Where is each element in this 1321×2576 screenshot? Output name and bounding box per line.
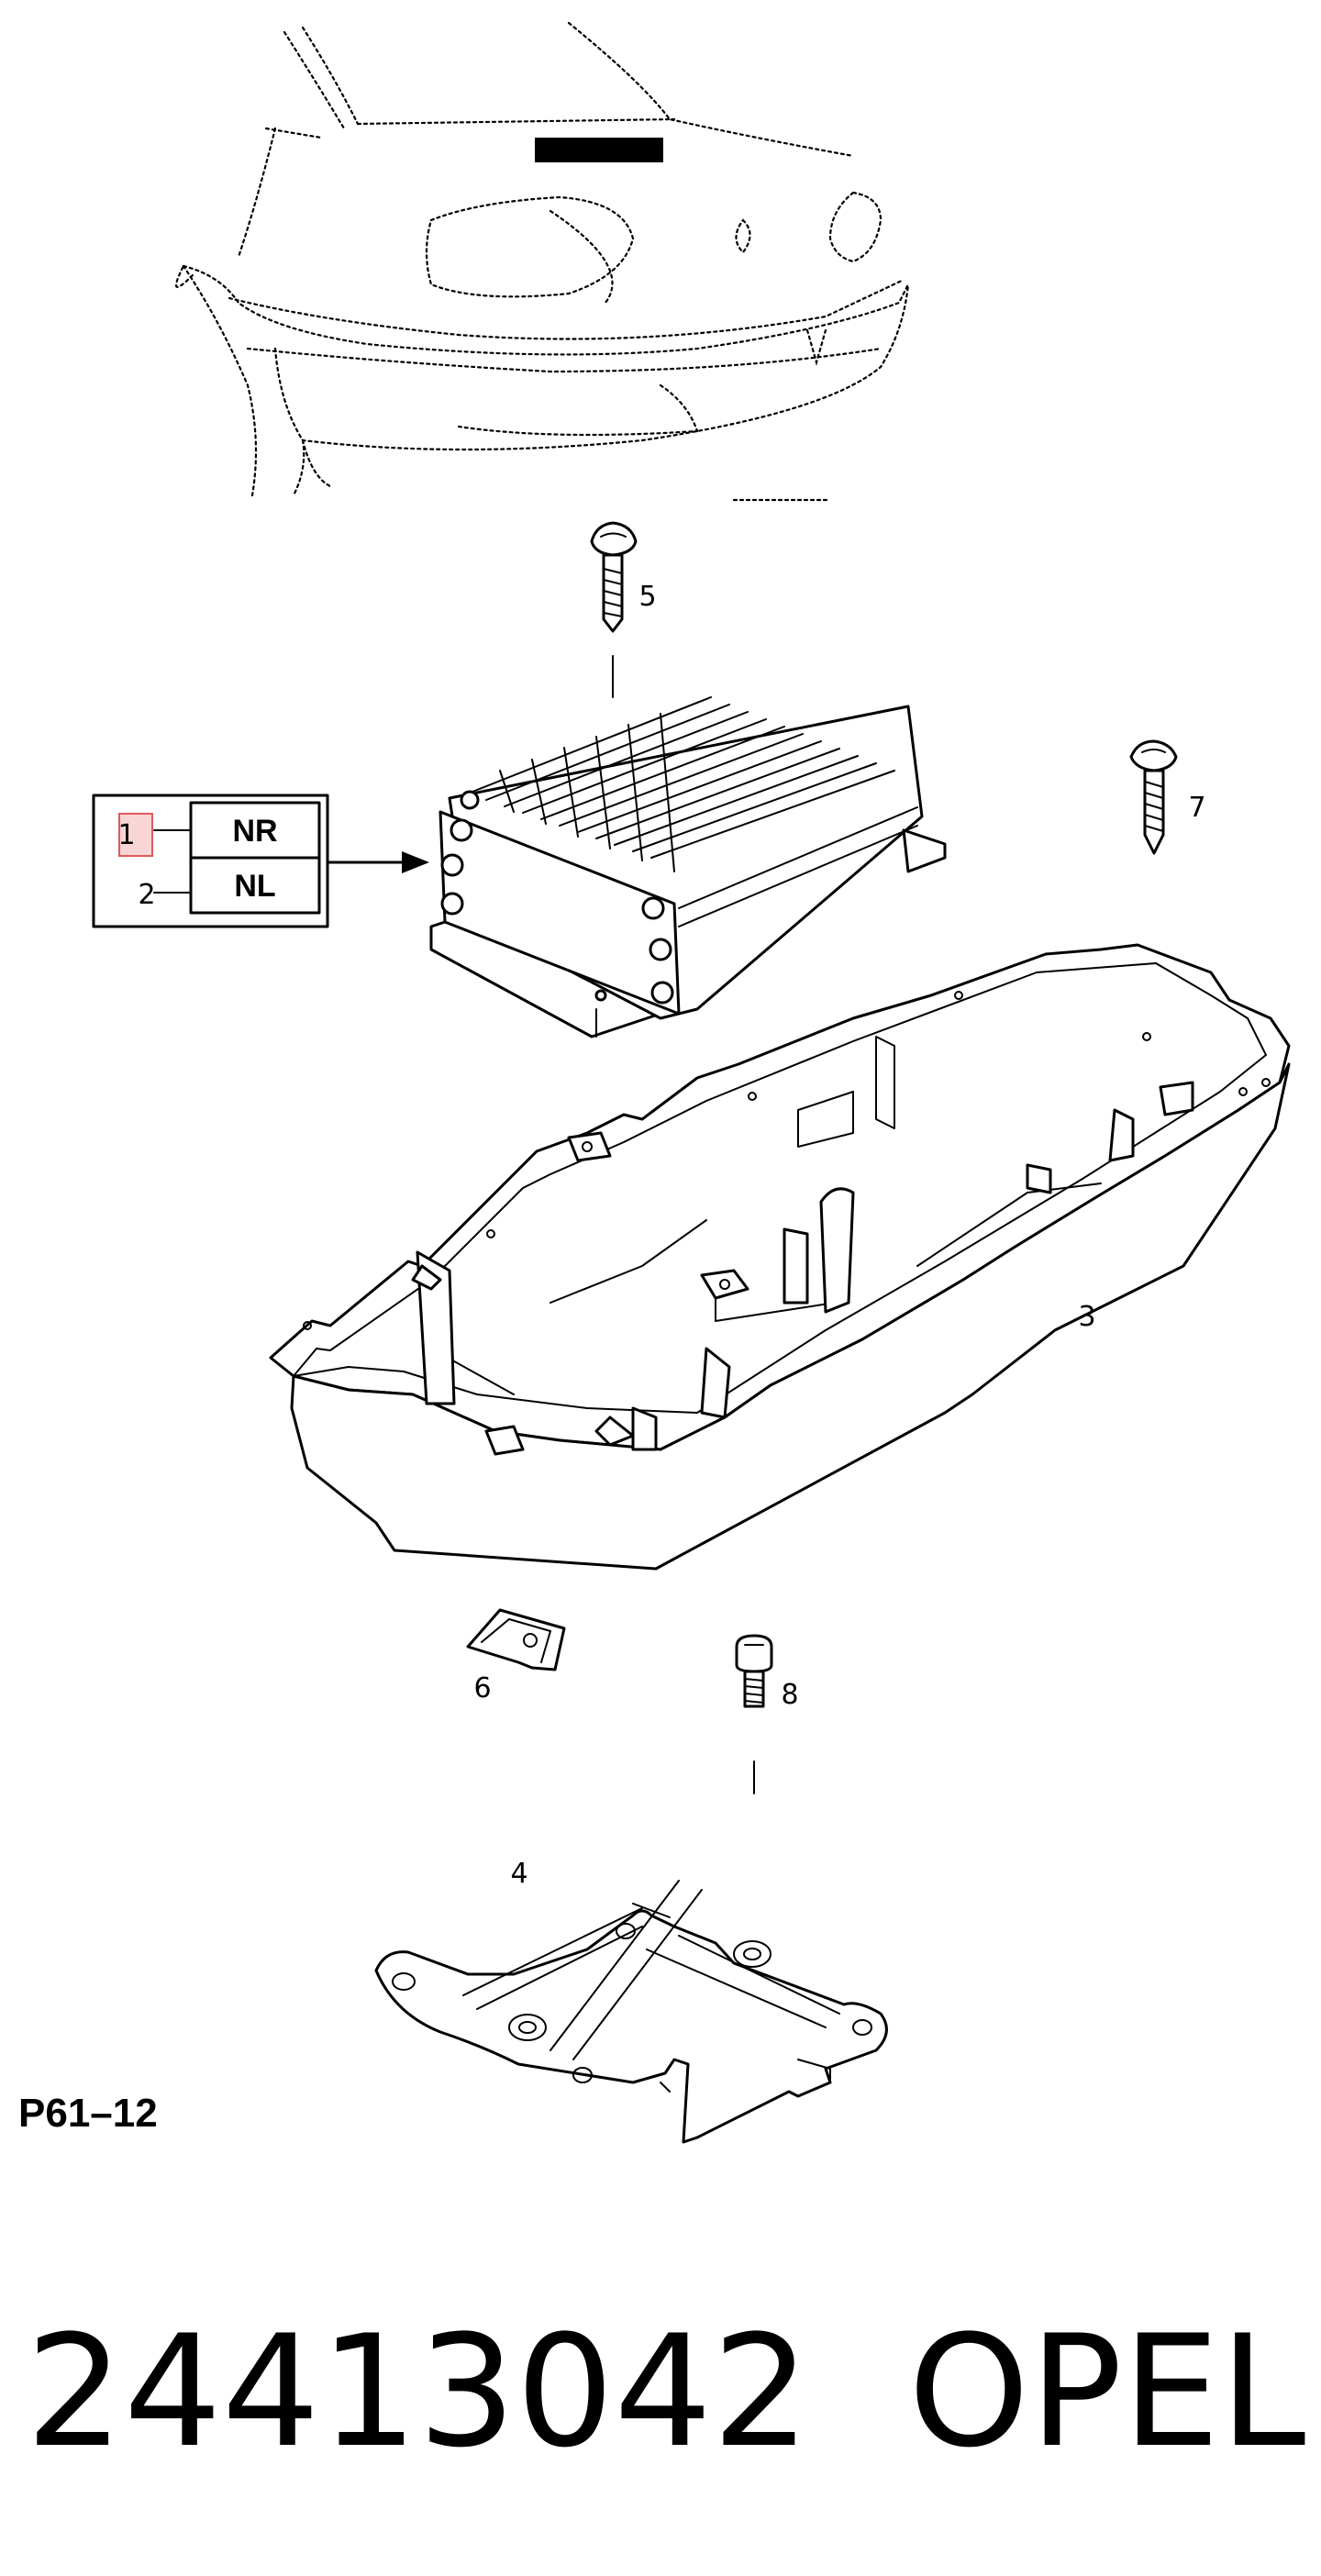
variant-row-nr: NR xyxy=(232,814,277,849)
car-rear-illustration xyxy=(174,21,910,502)
part-4-plate xyxy=(374,1880,888,2144)
callout-6: 6 xyxy=(473,1672,491,1704)
callout-2: 2 xyxy=(138,879,155,911)
redacted-label-bar xyxy=(535,138,663,162)
callout-8: 8 xyxy=(781,1679,798,1711)
amplifier-module xyxy=(429,696,947,1038)
part-5-screw xyxy=(590,521,638,698)
part-3-tray xyxy=(269,943,1291,1571)
callout-3: 3 xyxy=(1078,1301,1095,1333)
callout-labels: 1 2 3 4 5 6 7 8 xyxy=(117,581,1205,1890)
part-6-clip xyxy=(466,1608,566,1671)
variant-row-nl: NL xyxy=(234,869,275,904)
row-1-highlight xyxy=(118,813,153,857)
brand-name: OPEL xyxy=(908,2302,1305,2482)
callout-5: 5 xyxy=(638,581,656,613)
variant-table xyxy=(92,794,429,928)
part-number: 24413042 xyxy=(26,2302,810,2482)
callout-1: 1 xyxy=(117,819,135,851)
callout-7: 7 xyxy=(1188,792,1205,824)
drawing-code: P61–12 xyxy=(18,2091,158,2136)
part-7-screw xyxy=(1129,739,1178,855)
callout-4: 4 xyxy=(510,1858,527,1890)
part-8-bolt xyxy=(735,1634,773,1794)
